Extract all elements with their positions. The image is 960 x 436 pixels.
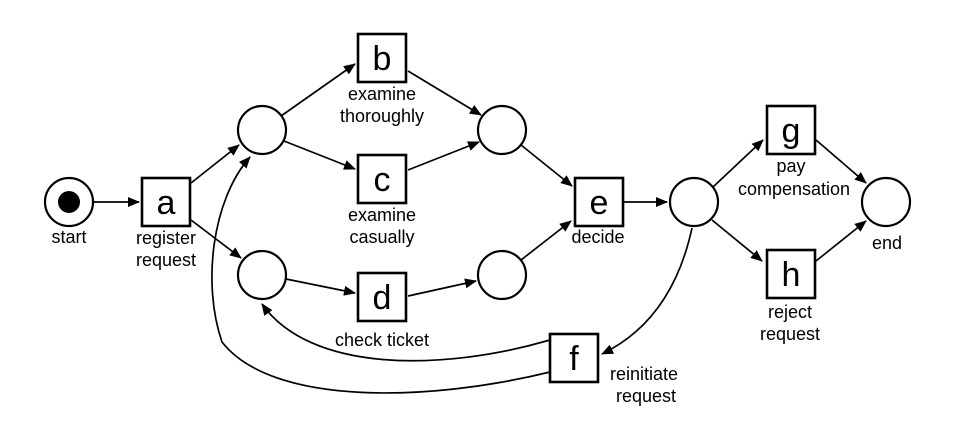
caption-layer: start end register request examine thoro… (51, 84, 902, 406)
transition-e-caption-line1: decide (571, 227, 624, 247)
arc-f-to-p2 (261, 303, 551, 362)
transition-a-caption-line2: request (136, 250, 196, 270)
arc-p3-to-e (520, 144, 573, 187)
arc-p5-to-f (601, 227, 693, 355)
arc-g-to-end (815, 139, 867, 184)
place-p4 (476, 249, 528, 301)
transition-e-letter: e (590, 184, 609, 222)
place-p1 (236, 104, 288, 156)
transition-g: g (765, 104, 817, 156)
transition-g-letter: g (782, 112, 801, 150)
place-end (860, 176, 912, 228)
arc-a-to-p2 (190, 219, 242, 259)
transition-f-letter: f (569, 340, 579, 378)
transition-c-letter: c (374, 161, 391, 199)
transition-h-caption-line2: request (760, 324, 820, 344)
arc-layer (94, 63, 867, 394)
transition-a: a (140, 176, 192, 228)
transition-g-caption-line1: pay (776, 156, 805, 176)
transition-e: e (573, 176, 625, 228)
transition-b-caption-line1: examine (348, 84, 416, 104)
transition-g-caption-line2: compensation (738, 179, 850, 199)
arc-p5-to-h (711, 219, 763, 262)
arc-c-to-p3 (407, 141, 480, 171)
transition-d-caption-line1: check ticket (335, 330, 429, 350)
transition-f: f (548, 332, 600, 384)
transition-d-letter: d (373, 279, 392, 317)
arc-p2-to-d (285, 278, 356, 296)
place-start-label: start (51, 227, 86, 247)
arc-a-to-p1 (190, 144, 240, 184)
arc-d-to-p4 (407, 278, 477, 297)
place-p2 (236, 249, 288, 301)
transition-b-letter: b (373, 40, 392, 78)
transition-f-caption-line1: reinitiate (610, 364, 678, 384)
transition-h: h (765, 248, 817, 300)
arc-p1-to-c (283, 140, 356, 170)
place-end-label: end (872, 233, 902, 253)
arc-b-to-p3 (407, 70, 482, 116)
arc-p4-to-e (520, 220, 572, 261)
arc-p1-to-b (280, 63, 356, 117)
arc-h-to-end (815, 220, 867, 262)
transition-a-letter: a (157, 184, 176, 222)
arc-f-to-p1 (211, 156, 551, 394)
place-start (43, 176, 95, 228)
transition-d: d (356, 271, 408, 323)
transition-layer: a b c d e f g h (140, 32, 817, 384)
transition-c-caption-line2: casually (349, 227, 414, 247)
transition-a-caption-line1: register (136, 228, 196, 248)
place-p5 (668, 176, 720, 228)
transition-c-caption-line1: examine (348, 205, 416, 225)
transition-c: c (356, 153, 408, 205)
start-token (58, 191, 80, 213)
place-p3 (476, 104, 528, 156)
transition-f-caption-line2: request (616, 386, 676, 406)
transition-h-letter: h (782, 256, 801, 294)
place-layer (43, 104, 912, 301)
transition-b: b (356, 32, 408, 84)
transition-b-caption-line2: thoroughly (340, 106, 424, 126)
arc-p5-to-g (712, 139, 764, 188)
transition-h-caption-line1: reject (768, 302, 812, 322)
